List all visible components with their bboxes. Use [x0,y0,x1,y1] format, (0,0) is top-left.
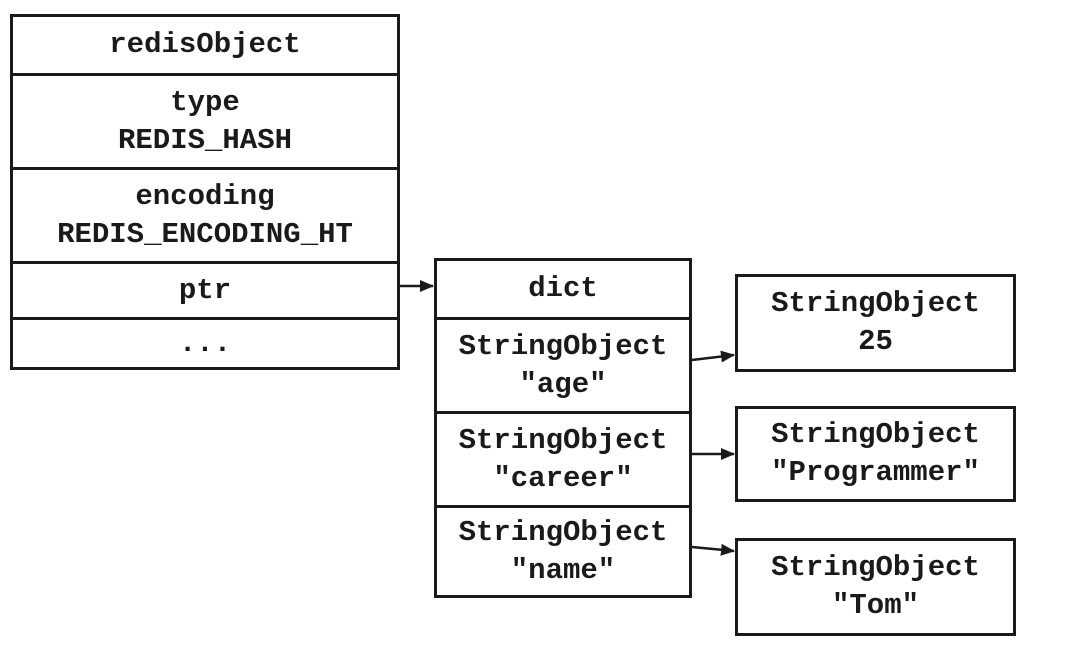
dict-entry-key: "age" [519,367,607,401]
dict-title: dict [528,272,598,305]
redis-object-ptr-cell: ptr [13,261,397,317]
more-label: ... [178,326,232,360]
value-text: "Tom" [831,589,919,622]
redis-object-title: redisObject [109,28,301,61]
value-type: StringObject [771,551,980,584]
redis-object-type-cell: type REDIS_HASH [13,73,397,167]
type-value: REDIS_HASH [117,123,293,157]
redis-object-box: redisObject type REDIS_HASH encoding RED… [10,14,400,370]
age-to-value-arrow [691,350,735,363]
dict-entry-age: StringObject "age" [437,317,689,411]
type-label: type [170,85,240,119]
redis-object-encoding-cell: encoding REDIS_ENCODING_HT [13,167,397,261]
dict-entry-career: StringObject "career" [437,411,689,505]
redis-object-more-cell: ... [13,317,397,367]
value-box-age: StringObject 25 [735,274,1016,372]
value-type: StringObject [771,287,980,320]
dict-title-cell: dict [437,261,689,317]
name-to-value-arrow [691,543,735,556]
dict-entry-key-type: StringObject [458,515,668,549]
ptr-label: ptr [178,273,232,307]
dict-entry-key-type: StringObject [458,329,668,363]
dict-entry-name: StringObject "name" [437,505,689,595]
encoding-value: REDIS_ENCODING_HT [57,217,353,251]
dict-entry-key-type: StringObject [458,423,668,457]
value-type: StringObject [771,418,980,451]
value-box-career: StringObject "Programmer" [735,406,1016,502]
encoding-label: encoding [135,179,275,213]
value-text: 25 [858,325,893,358]
value-box-name: StringObject "Tom" [735,538,1016,636]
dict-entry-key: "name" [510,553,616,587]
dict-entry-key: "career" [493,461,633,495]
redis-object-title-cell: redisObject [13,17,397,73]
value-text: "Programmer" [771,456,980,489]
dict-box: dict StringObject "age" StringObject "ca… [434,258,692,598]
